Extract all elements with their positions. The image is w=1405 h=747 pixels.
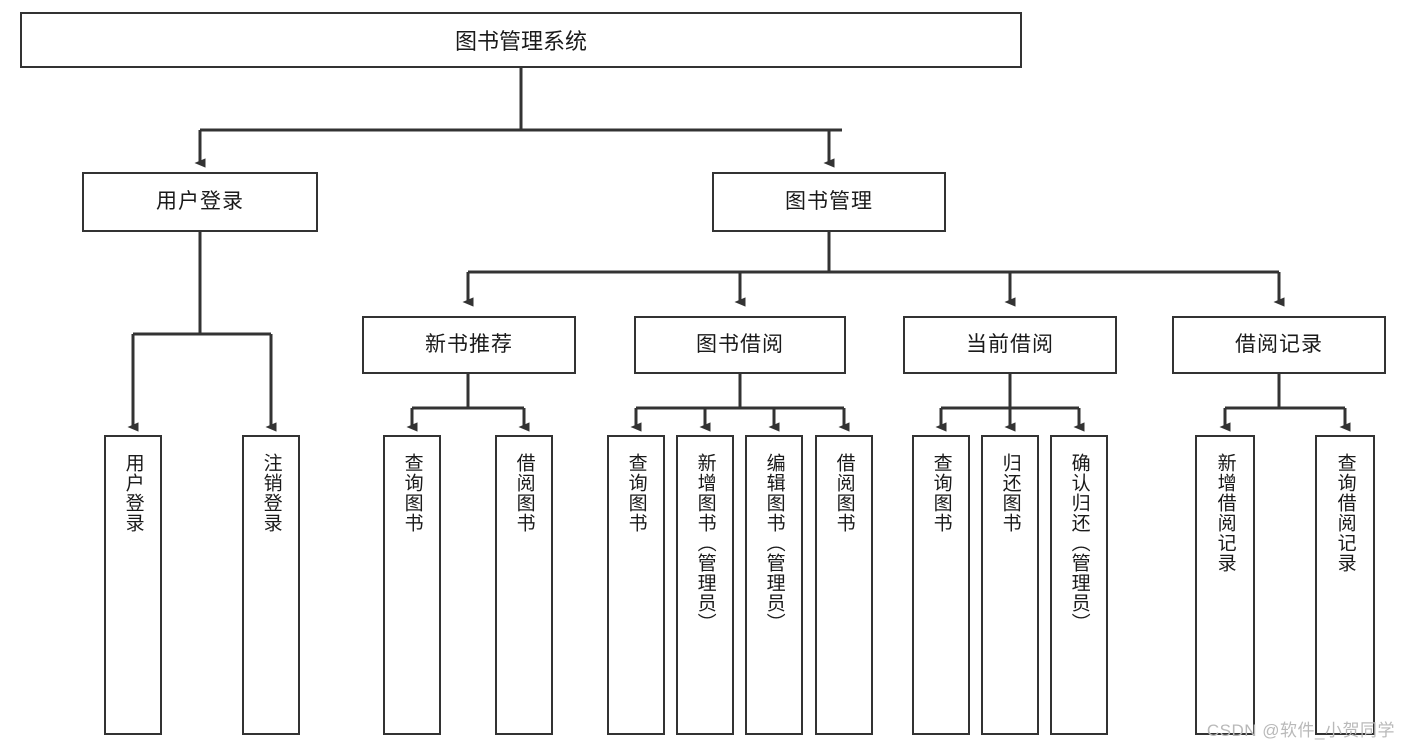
leaf-borrow-record-add[interactable]: 新增借阅记录 (1195, 435, 1255, 735)
node-label: 新增借阅记录 (1214, 453, 1236, 573)
leaf-book-borrow-edit-admin[interactable]: 编辑图书（管理员） (745, 435, 803, 735)
node-label: 当前借阅 (966, 333, 1054, 357)
node-label: 注销登录 (260, 453, 282, 533)
node-label: 用户登录 (156, 190, 244, 214)
leaf-current-borrow-query[interactable]: 查询图书 (912, 435, 970, 735)
node-label: 查询图书 (930, 453, 952, 533)
node-label: 新书推荐 (425, 333, 513, 357)
node-label: 图书管理 (785, 190, 873, 214)
node-user-login[interactable]: 用户登录 (82, 172, 318, 232)
node-root-book-management-system[interactable]: 图书管理系统 (20, 12, 1022, 68)
node-book-management[interactable]: 图书管理 (712, 172, 946, 232)
node-label: 编辑图书（管理员） (763, 453, 785, 633)
leaf-current-borrow-return[interactable]: 归还图书 (981, 435, 1039, 735)
leaf-borrow-record-query[interactable]: 查询借阅记录 (1315, 435, 1375, 735)
node-label: 查询借阅记录 (1334, 453, 1356, 573)
node-label: 图书借阅 (696, 333, 784, 357)
node-label: 新增图书（管理员） (694, 453, 716, 633)
node-label: 查询图书 (401, 453, 423, 533)
leaf-book-borrow-borrow[interactable]: 借阅图书 (815, 435, 873, 735)
leaf-new-book-borrow[interactable]: 借阅图书 (495, 435, 553, 735)
node-label: 借阅图书 (513, 453, 535, 533)
node-label: 确认归还（管理员） (1068, 453, 1090, 633)
watermark: CSDN @软件_小贺同学 (1206, 721, 1395, 740)
leaf-new-book-query[interactable]: 查询图书 (383, 435, 441, 735)
node-new-book-recommend[interactable]: 新书推荐 (362, 316, 576, 374)
node-label: 归还图书 (999, 453, 1021, 533)
node-label: 借阅图书 (833, 453, 855, 533)
leaf-book-borrow-query[interactable]: 查询图书 (607, 435, 665, 735)
node-label: 查询图书 (625, 453, 647, 533)
node-borrow-record[interactable]: 借阅记录 (1172, 316, 1386, 374)
leaf-user-login-login[interactable]: 用户登录 (104, 435, 162, 735)
node-label: 用户登录 (122, 453, 144, 533)
leaf-current-borrow-confirm-admin[interactable]: 确认归还（管理员） (1050, 435, 1108, 735)
node-label: 图书管理系统 (454, 29, 587, 54)
node-book-borrow[interactable]: 图书借阅 (634, 316, 846, 374)
node-current-borrow[interactable]: 当前借阅 (903, 316, 1117, 374)
leaf-user-login-logout[interactable]: 注销登录 (242, 435, 300, 735)
leaf-book-borrow-add-admin[interactable]: 新增图书（管理员） (676, 435, 734, 735)
node-label: 借阅记录 (1235, 333, 1323, 357)
